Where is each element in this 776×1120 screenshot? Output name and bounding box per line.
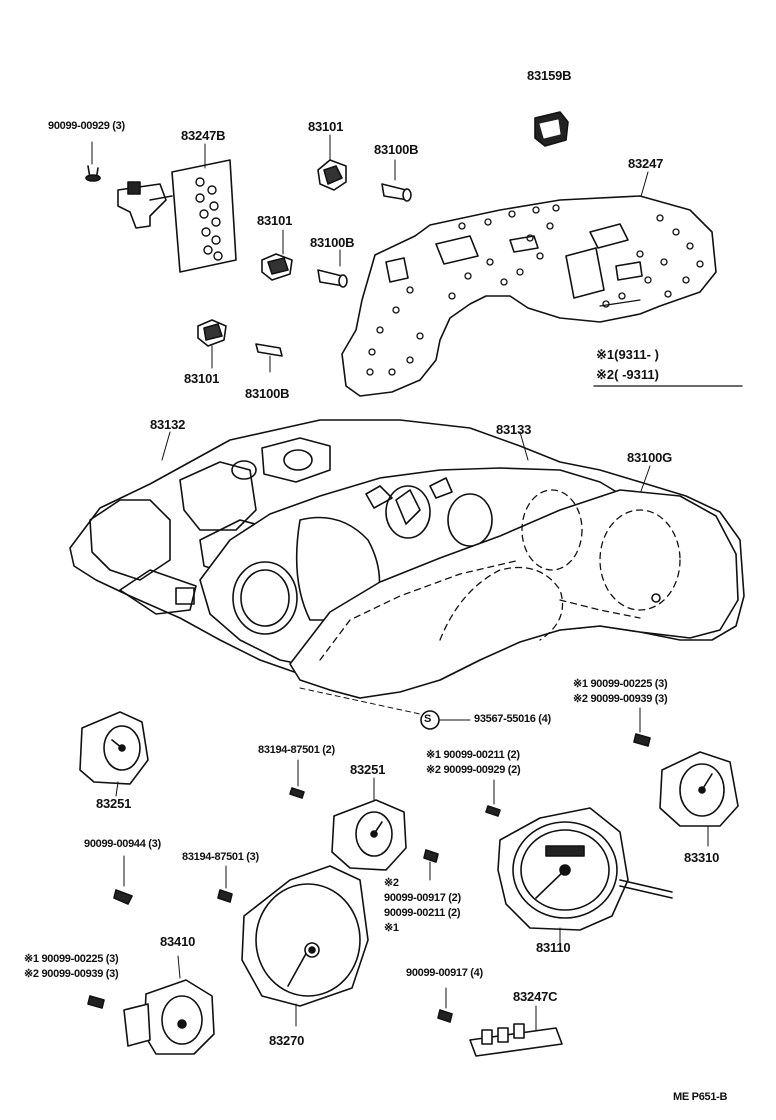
gauge-83310: [659, 751, 739, 847]
screw-center-small: [423, 849, 439, 881]
label-83132: 83132: [150, 417, 186, 432]
label-90099-00944-3: 90099-00944 (3): [84, 838, 161, 850]
gauge-83251-mid: [331, 777, 407, 871]
bulb-83100B-mid: [317, 249, 348, 288]
clip-83159B: [534, 111, 569, 147]
screw-90099-00944: [113, 855, 133, 905]
socket-83101-mid: [261, 229, 293, 281]
s-mark-circle: [420, 710, 440, 730]
label-83247B: 83247B: [181, 128, 226, 143]
label-screws-left-2: ※2 90099-00939 (3): [24, 968, 119, 980]
label-screws-c-b: 90099-00211 (2): [384, 907, 461, 919]
socket-83101-top: [317, 134, 347, 191]
plate-83247B: [117, 143, 237, 273]
label-83270: 83270: [269, 1033, 305, 1048]
screw-90099-00917-4: [437, 987, 453, 1023]
legend-note-2: ※2( -9311): [596, 367, 659, 382]
screw-83194-2: [289, 759, 305, 799]
socket-83101-low: [197, 319, 227, 369]
label-83100B-low: 83100B: [245, 386, 290, 401]
label-83110: 83110: [536, 940, 571, 955]
label-83194-87501-2: 83194-87501 (2): [258, 744, 335, 756]
label-93567-55016-4: 93567-55016 (4): [474, 713, 551, 725]
label-83100B-mid: 83100B: [310, 235, 355, 250]
legend-note-1: ※1(9311- ): [596, 347, 659, 362]
screw-left-bottom: [87, 995, 105, 1009]
label-screws-c-1: ※1: [384, 922, 399, 934]
gauge-83410: [123, 955, 215, 1055]
label-83247: 83247: [628, 156, 664, 171]
label-screws-right-2: ※2 90099-00939 (3): [573, 693, 668, 705]
label-83194-87501-3: 83194-87501 (3): [182, 851, 259, 863]
label-screws-mid-2: ※2 90099-00929 (2): [426, 764, 521, 776]
plate-83247C: [469, 1005, 563, 1057]
label-83101-mid: 83101: [257, 213, 293, 228]
speedometer-83110: [497, 807, 673, 945]
label-screws-left-1: ※1 90099-00225 (3): [24, 953, 119, 965]
label-screws-c-a: 90099-00917 (2): [384, 892, 461, 904]
bulb-83100B-top: [381, 159, 412, 202]
label-screws-mid-1: ※1 90099-00211 (2): [426, 749, 520, 761]
circuit-board-83247: [341, 171, 717, 397]
screw-right-top: [633, 707, 651, 747]
label-83101-low: 83101: [184, 371, 220, 386]
screw-90099-00929: [85, 165, 101, 182]
label-83310: 83310: [684, 850, 720, 865]
cluster-lens-83100G: [289, 465, 739, 699]
screw-90099-00211: [485, 779, 501, 817]
label-83101-top: 83101: [308, 119, 344, 134]
label-83251-left: 83251: [96, 796, 132, 811]
label-83100B-top: 83100B: [374, 142, 419, 157]
label-83247C: 83247C: [513, 989, 558, 1004]
label-screws-c-2: ※2: [384, 877, 399, 889]
label-83410: 83410: [160, 934, 196, 949]
bulb-83100B-low: [255, 343, 283, 373]
label-83159B: 83159B: [527, 68, 572, 83]
s-mark-letter: S: [424, 713, 432, 725]
label-83251-mid: 83251: [350, 762, 386, 777]
label-screws-right-1: ※1 90099-00225 (3): [573, 678, 668, 690]
label-83133: 83133: [496, 422, 532, 437]
gauge-83251-left: [79, 711, 149, 797]
label-90099-00917-4: 90099-00917 (4): [406, 967, 483, 979]
screw-83194-3: [217, 865, 233, 903]
label-90099-00929-3: 90099-00929 (3): [48, 120, 125, 132]
figure-code: ME P651-B: [673, 1091, 728, 1103]
tachometer-83270: [241, 865, 369, 1027]
label-83100G: 83100G: [627, 450, 673, 465]
